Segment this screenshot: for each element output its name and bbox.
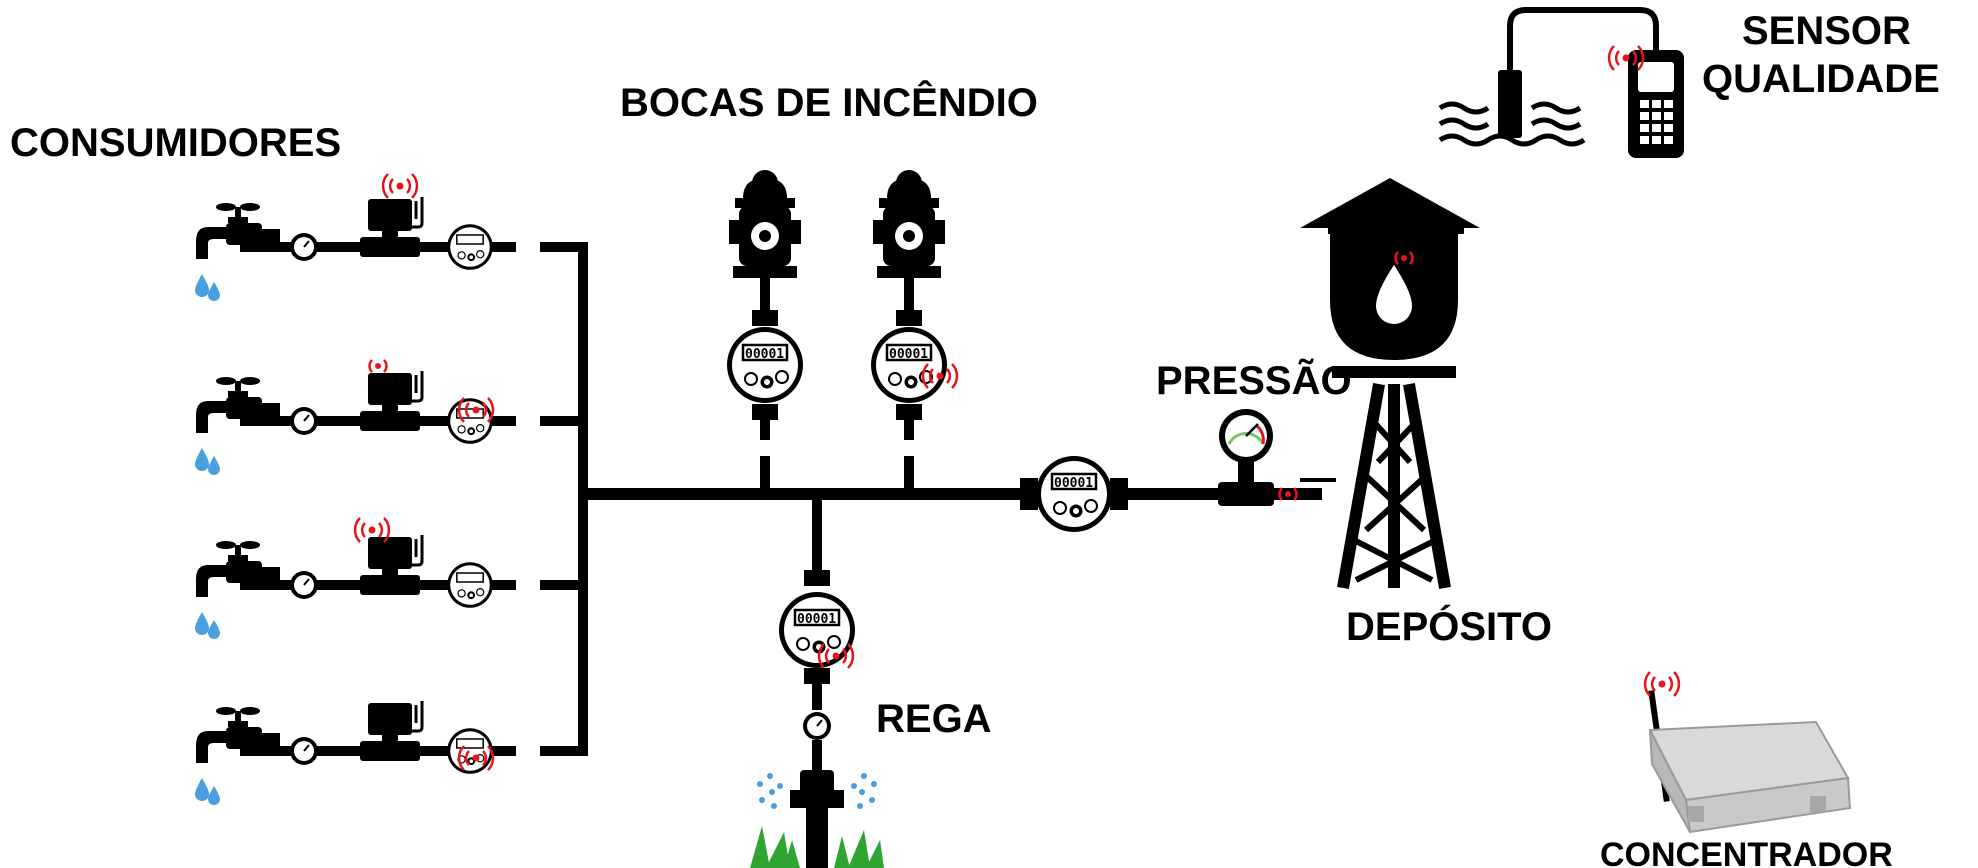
main-meter-reading: 00001 xyxy=(1054,476,1093,491)
main-meter: 00001 xyxy=(1020,454,1128,534)
hydrant-2-meter-reading: 00001 xyxy=(889,347,928,362)
irrigation-meter-reading: 00001 xyxy=(797,612,836,627)
consumer-3 xyxy=(195,516,516,639)
pressure-label: PRESSÃO xyxy=(1156,357,1352,403)
tank-label: DEPÓSITO xyxy=(1346,603,1552,649)
hydrant-1-meter-reading: 00001 xyxy=(745,347,784,362)
concentrator xyxy=(1643,670,1852,834)
consumer-2 xyxy=(195,358,516,475)
irrigation-label: REGA xyxy=(876,697,992,741)
hydrants-label: BOCAS DE INCÊNDIO xyxy=(620,79,1038,125)
consumer-1 xyxy=(195,172,516,301)
water-tower xyxy=(1300,178,1480,589)
hydrant-1: 00001 xyxy=(725,170,805,440)
sensor-label-line2: QUALIDADE xyxy=(1702,57,1940,101)
consumer-4 xyxy=(195,699,516,805)
concentrator-label: CONCENTRADOR xyxy=(1600,836,1893,868)
pipe-network xyxy=(540,242,1322,756)
consumers-label: CONSUMIDORES xyxy=(10,121,341,165)
sensor-label-line1: SENSOR xyxy=(1742,9,1911,53)
irrigation: 00001 xyxy=(750,526,884,868)
quality-sensor xyxy=(1438,7,1684,158)
hydrant-2: 00001 xyxy=(869,170,959,440)
pressure-sensor xyxy=(1218,409,1298,506)
